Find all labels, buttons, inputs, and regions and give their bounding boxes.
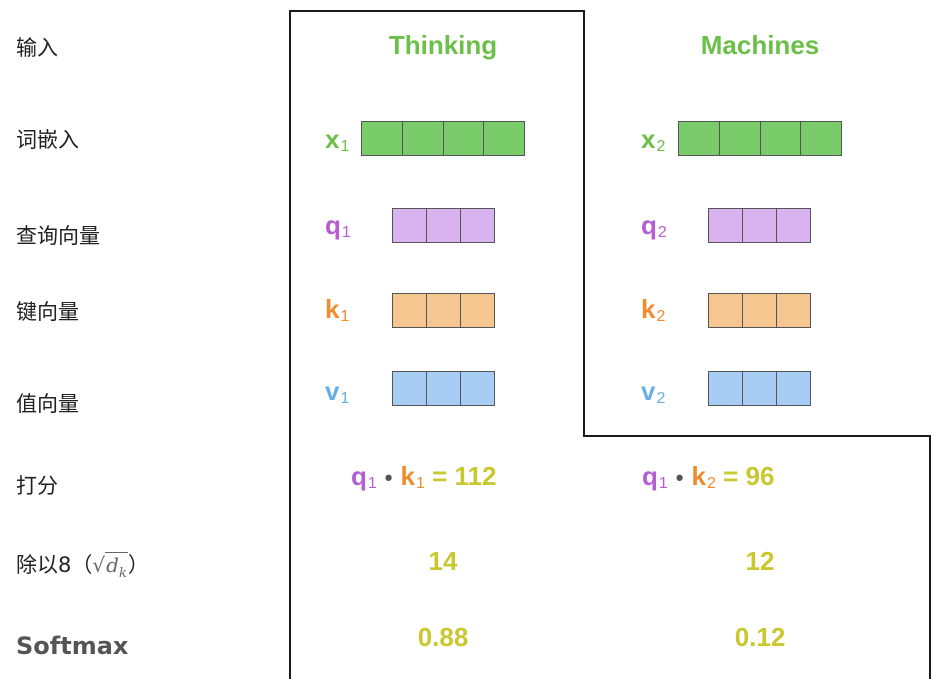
vector-cell [461, 372, 494, 405]
vector-cell [443, 122, 485, 155]
v1-value-vector [392, 371, 495, 406]
divide-prefix: 除以8（ [16, 553, 93, 577]
row-label-embedding: 词嵌入 [16, 128, 79, 152]
v2-value-vector [708, 371, 811, 406]
vector-cell [427, 372, 461, 405]
softmax-value-2: 0.12 [734, 622, 786, 652]
q1-label: q1 [325, 210, 351, 241]
vector-cell [743, 372, 777, 405]
q2-label: q2 [641, 210, 667, 241]
vector-cell [461, 294, 494, 327]
vector-cell [393, 209, 427, 242]
q1-query-vector [392, 208, 495, 243]
vector-cell [393, 294, 427, 327]
vector-cell [427, 294, 461, 327]
vector-cell [719, 122, 761, 155]
row-label-value: 值向量 [16, 392, 79, 416]
k1-key-vector [392, 293, 495, 328]
x2-label: x2 [641, 124, 666, 155]
score-q1-k1: q1•k1 = 112 [351, 461, 497, 492]
word-machines: Machines [700, 30, 820, 60]
k2-key-vector [708, 293, 811, 328]
vector-cell [777, 372, 810, 405]
vector-cell [362, 122, 403, 155]
vector-cell [393, 372, 427, 405]
k2-label: k2 [641, 294, 666, 325]
vector-cell [801, 122, 841, 155]
vector-cell [709, 209, 743, 242]
vector-cell [679, 122, 720, 155]
v2-label: v2 [641, 376, 666, 407]
row-label-input: 输入 [16, 36, 58, 60]
k1-label: k1 [325, 294, 350, 325]
divide-suffix: ） [127, 553, 149, 577]
sqrt-dk-formula: √dk [92, 552, 128, 581]
word-thinking: Thinking [388, 30, 498, 60]
scaled-score-2: 12 [745, 546, 775, 576]
row-label-divide: 除以8（√dk） [16, 549, 149, 581]
row-label-key: 键向量 [16, 300, 79, 324]
score-q1-k2: q1•k2 = 96 [642, 461, 775, 492]
v1-label: v1 [325, 376, 350, 407]
row-label-score: 打分 [16, 474, 58, 498]
vector-cell [709, 294, 743, 327]
softmax-value-1: 0.88 [417, 622, 469, 652]
row-label-softmax: Softmax [16, 632, 129, 660]
vector-cell [777, 294, 810, 327]
q2-query-vector [708, 208, 811, 243]
vector-cell [743, 209, 777, 242]
vector-cell [709, 372, 743, 405]
x2-embedding-vector [678, 121, 842, 156]
vector-cell [743, 294, 777, 327]
vector-cell [777, 209, 810, 242]
vector-cell [402, 122, 444, 155]
x1-embedding-vector [361, 121, 525, 156]
vector-cell [461, 209, 494, 242]
scaled-score-1: 14 [428, 546, 458, 576]
row-label-query: 查询向量 [16, 224, 100, 248]
vector-cell [760, 122, 802, 155]
vector-cell [427, 209, 461, 242]
vector-cell [484, 122, 524, 155]
x1-label: x1 [325, 124, 350, 155]
